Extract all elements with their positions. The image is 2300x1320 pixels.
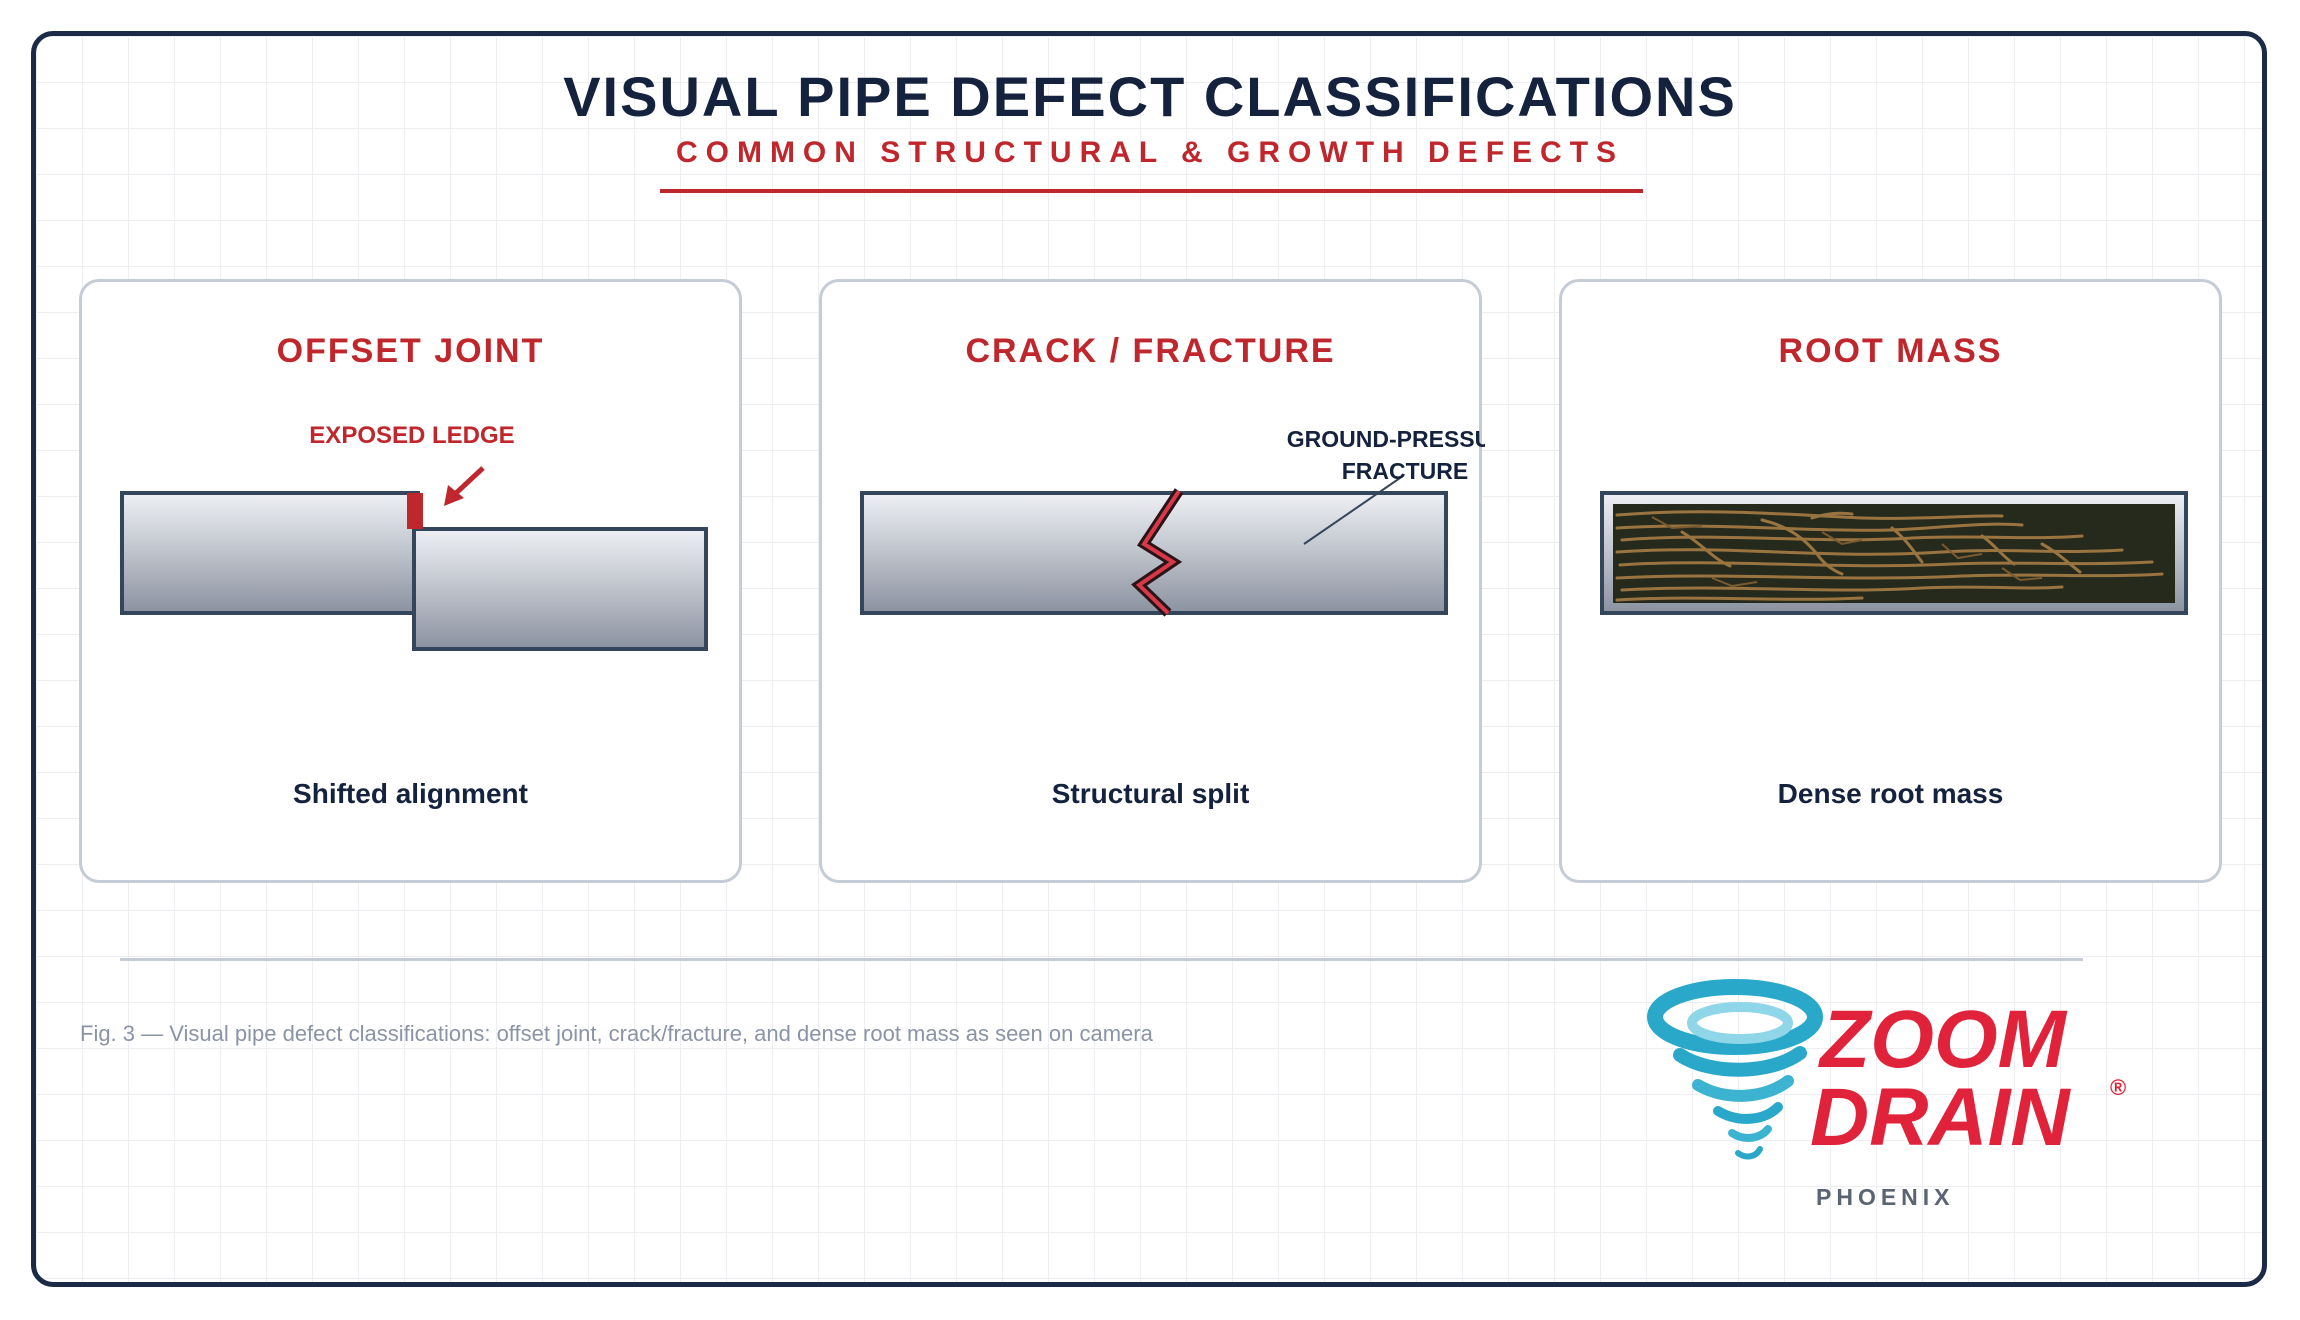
- footer-divider: [120, 958, 2083, 961]
- zoom-drain-logo: ZOOM DRAIN ®: [1647, 979, 2126, 1163]
- title-underline: [660, 189, 1643, 193]
- offset-joint-illustration: EXPOSED LEDGE: [120, 422, 708, 651]
- card-root-mass: ROOT MASS: [1559, 279, 2222, 883]
- leader-line: [1303, 477, 1401, 545]
- diagram-subtitle: COMMON STRUCTURAL & GROWTH DEFECTS: [675, 136, 1625, 169]
- card-title: ROOT MASS: [1778, 332, 2003, 370]
- card-crack-fracture: CRACK / FRACTURE GROUND-PRESSURE FRACTUR…: [819, 279, 1485, 883]
- card-caption: Shifted alignment: [293, 778, 528, 809]
- logo-word-zoom: ZOOM: [1818, 994, 2068, 1085]
- logo-registered-mark: ®: [2110, 1075, 2126, 1100]
- arrow-icon: [444, 466, 485, 506]
- annotation-ground-pressure: GROUND-PRESSURE: [1287, 426, 1485, 452]
- crack-illustration: GROUND-PRESSURE FRACTURE: [860, 426, 1485, 617]
- diagram-title: VISUAL PIPE DEFECT CLASSIFICATIONS: [563, 65, 1737, 128]
- annotation-exposed-ledge: EXPOSED LEDGE: [309, 422, 514, 449]
- tornado-icon: [1647, 979, 1823, 1160]
- fracture-line-highlight: [1135, 489, 1181, 615]
- card-title: CRACK / FRACTURE: [965, 332, 1336, 370]
- figure-caption: Fig. 3 — Visual pipe defect classificati…: [80, 1021, 1153, 1046]
- exposed-ledge-marker: [407, 493, 423, 529]
- pipe-segment-upper: [120, 491, 420, 615]
- card-title: OFFSET JOINT: [276, 332, 545, 370]
- card-caption: Structural split: [1051, 778, 1250, 809]
- root-hairs: [1651, 516, 2043, 588]
- card-offset-joint: OFFSET JOINT EXPOSED LEDGE Shifted align…: [79, 279, 742, 883]
- root-mass-illustration: [1600, 491, 2188, 615]
- pipe-segment-lower: [412, 527, 708, 651]
- logo-word-drain: DRAIN: [1810, 1072, 2071, 1163]
- logo-city: PHOENIX: [1816, 1184, 1955, 1210]
- annotation-fracture: FRACTURE: [1342, 458, 1469, 484]
- card-caption: Dense root mass: [1777, 778, 2004, 809]
